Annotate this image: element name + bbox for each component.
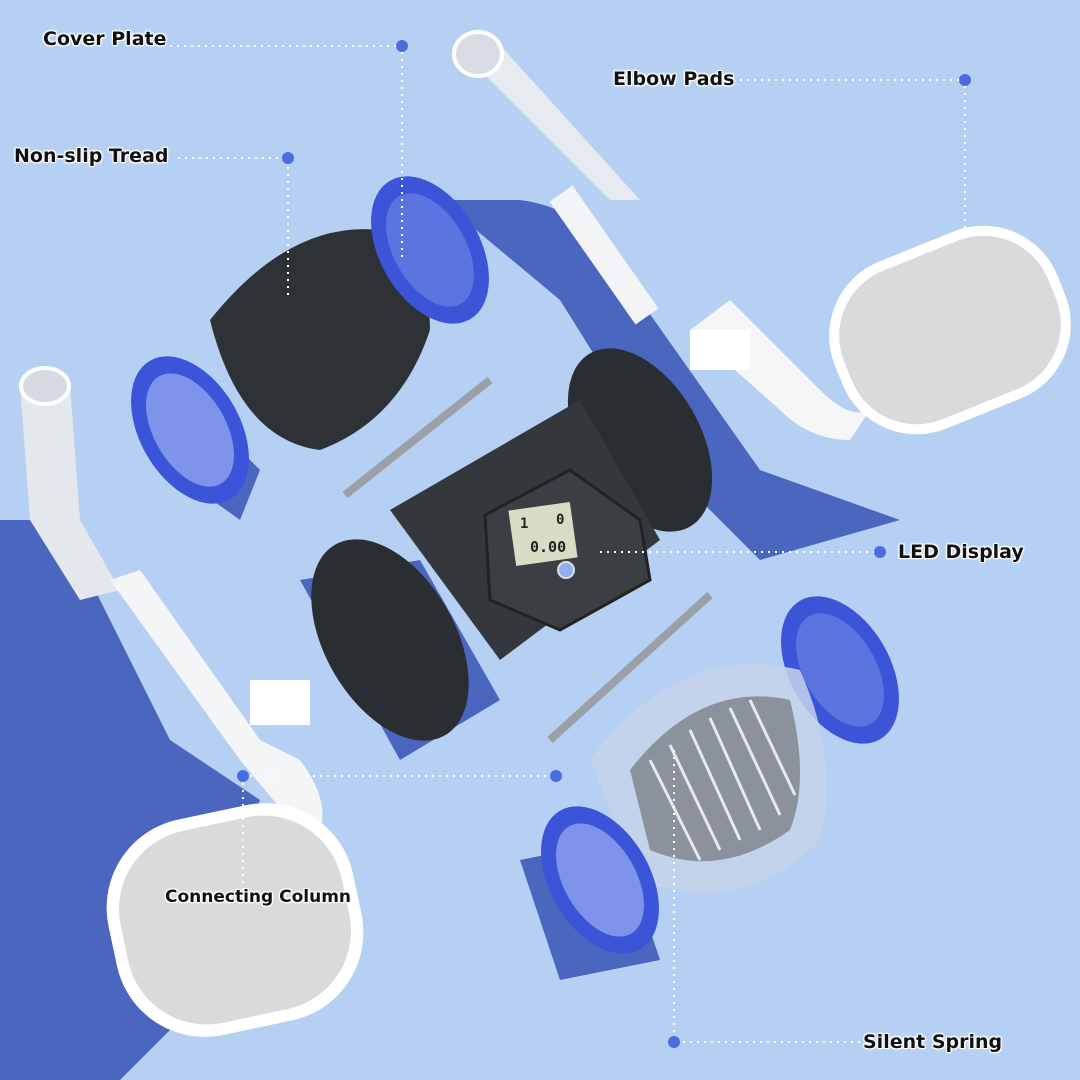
label-elbow-pads: Elbow Pads	[613, 68, 735, 90]
label-silent-spring: Silent Spring	[863, 1031, 1003, 1053]
leader-dots	[237, 40, 971, 1048]
spring-wheel	[541, 596, 899, 954]
label-non-slip-tread: Non-slip Tread	[14, 145, 169, 167]
label-cover-plate: Cover Plate	[43, 28, 167, 50]
label-connecting-column: Connecting Column	[165, 887, 352, 907]
lcd-line2: 0.00	[530, 538, 566, 556]
lcd-line1-left: 1	[520, 516, 528, 532]
center-body: 1 0 0.00	[311, 348, 713, 743]
label-led-display: LED Display	[898, 541, 1024, 563]
right-handle	[452, 30, 1071, 440]
left-handle	[19, 366, 364, 1037]
tread-wheel	[131, 176, 489, 504]
lcd-line1-right: 0	[556, 512, 564, 528]
